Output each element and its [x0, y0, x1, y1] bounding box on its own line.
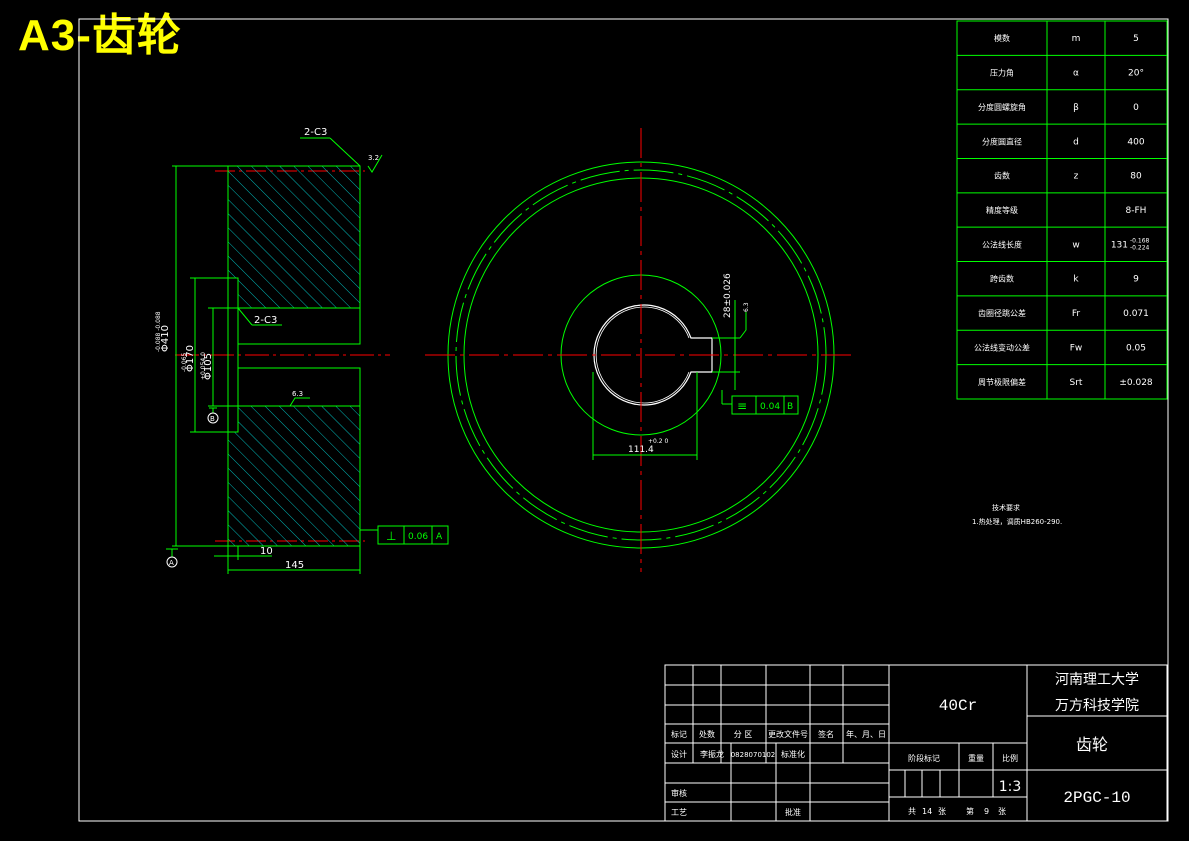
approve-label: 批准: [785, 807, 801, 817]
param-value-1: 20°: [1128, 69, 1144, 79]
param-symbol-3: d: [1073, 137, 1079, 147]
school-line-2: 万方科技学院: [1055, 698, 1139, 714]
std-label: 标准化: [781, 749, 805, 759]
dim-hub-diameter: Φ170: [185, 345, 196, 372]
tol-sym-symbol: ≡: [737, 399, 747, 413]
param-value-10: ±0.028: [1119, 378, 1153, 388]
param-value-5: 8-FH: [1126, 206, 1147, 216]
roughness-bore: 6.3: [292, 390, 303, 398]
param-value-2: 0: [1133, 103, 1139, 113]
dim-bore-tol: +0.054 0: [200, 352, 207, 380]
keyway-depth-tol: +0.2 0: [648, 438, 668, 445]
param-symbol-0: m: [1072, 34, 1081, 44]
review-label: 审核: [671, 788, 687, 798]
bore-with-keyway: [593, 304, 713, 406]
header-date: 年、月、日: [846, 729, 886, 739]
part-name: 齿轮: [1076, 735, 1108, 754]
tol-perp-value: 0.06: [408, 532, 428, 542]
section-hatch-upper: [227, 165, 361, 309]
param-symbol-8: Fr: [1072, 309, 1081, 319]
param-symbol-2: β: [1073, 103, 1079, 113]
sheet-num: 9: [984, 807, 989, 816]
param-symbol-9: Fw: [1070, 343, 1083, 353]
keyway-width-dim: 28±0.026: [723, 273, 733, 318]
section-hatch-lower: [227, 405, 361, 547]
section-view: Φ410 -0.088 -0.088 Φ170 -0.065 Φ105 +0.0…: [155, 127, 449, 574]
param-name-10: 周节极限偏差: [978, 377, 1026, 387]
process-label: 工艺: [671, 808, 687, 817]
design-label: 设计: [671, 749, 687, 759]
tol-perp-symbol: ⊥: [386, 529, 396, 543]
total-unit: 张: [938, 807, 946, 816]
roughness-top: 3.2: [368, 154, 379, 162]
scale-value: 1:3: [999, 779, 1022, 795]
roughness-key: 6.3: [743, 302, 750, 312]
chamfer-inner-label: 2-C3: [254, 315, 277, 326]
tol-sym-value: 0.04: [760, 402, 780, 412]
parameter-table: 模数 m 5 压力角 α 20° 分度圆螺旋角 β 0 分度圆直径 d 400 齿数 z 80 精度等级 8-F…: [956, 20, 1168, 400]
header-mark: 标记: [671, 729, 687, 739]
notes-line-1: 1.热处理，调质HB260-290.: [972, 517, 1062, 526]
designer-name: 李振龙: [700, 749, 724, 759]
param-value-0: 5: [1133, 34, 1139, 44]
param-symbol-10: Srt: [1070, 378, 1083, 388]
param-symbol-6: w: [1072, 240, 1079, 250]
drawing-number: 2PGC-10: [1063, 789, 1130, 807]
dim-width-small: 10: [260, 546, 273, 557]
datum-b: B: [210, 415, 215, 423]
param-value-8: 0.071: [1123, 309, 1149, 319]
tol-perp-datum: A: [436, 532, 443, 542]
param-symbol-7: k: [1073, 275, 1079, 285]
param-value-6: 131: [1111, 240, 1128, 250]
param-value-9: 0.05: [1126, 343, 1146, 353]
param-name-2: 分度圆螺旋角: [978, 102, 1026, 112]
total-num: 14: [922, 807, 932, 816]
header-count: 处数: [699, 729, 715, 739]
tol-sym-datum: B: [787, 402, 793, 412]
sheet-label: 第: [966, 806, 974, 816]
datum-a: A: [169, 559, 174, 567]
front-view: 28±0.026 6.3 111.4 +0.2 0 ≡ 0.04 B: [425, 128, 856, 572]
param-value-7: 9: [1133, 275, 1139, 285]
stage-label: 阶段标记: [908, 753, 940, 763]
param-name-5: 精度等级: [986, 205, 1018, 215]
param-value-sub-6: -0.224: [1130, 244, 1150, 251]
param-value-4: 80: [1130, 172, 1142, 182]
title-block: [664, 664, 1168, 822]
param-value-sup-6: -0.168: [1130, 237, 1150, 244]
header-zone: 分 区: [734, 730, 753, 739]
param-name-8: 齿圈径跳公差: [978, 308, 1026, 318]
header-sign: 签名: [818, 729, 834, 739]
param-name-3: 分度圆直径: [982, 136, 1022, 146]
scale-label: 比例: [1002, 753, 1018, 763]
param-value-3: 400: [1127, 137, 1144, 147]
param-symbol-4: z: [1074, 172, 1079, 182]
param-name-6: 公法线长度: [982, 239, 1022, 249]
chamfer-top-label: 2-C3: [304, 127, 327, 138]
param-name-1: 压力角: [990, 68, 1014, 78]
sheet-unit: 张: [998, 807, 1006, 816]
dim-outer-diameter: Φ410: [160, 325, 171, 352]
notes-title: 技术要求: [992, 503, 1020, 512]
total-label: 共: [908, 807, 916, 816]
drawing-border: [78, 18, 1169, 822]
student-id: 0828070102: [731, 751, 776, 759]
param-name-7: 跨齿数: [990, 274, 1014, 284]
dim-width: 145: [285, 560, 304, 571]
overlay-title: A3-齿轮: [18, 11, 182, 60]
school-line-1: 河南理工大学: [1055, 672, 1139, 688]
dim-outer-tol: -0.088 -0.088: [155, 311, 162, 352]
keyway-depth-dim: 111.4: [628, 445, 654, 455]
weight-label: 重量: [968, 753, 984, 763]
param-name-4: 齿数: [994, 171, 1010, 181]
dim-bore-diameter: Φ105: [203, 353, 214, 380]
param-symbol-1: α: [1073, 69, 1079, 79]
header-doc: 更改文件号: [768, 729, 808, 739]
param-name-9: 公法线变动公差: [974, 342, 1030, 352]
dim-hub-tol: -0.065: [181, 352, 188, 372]
material: 40Cr: [939, 697, 977, 715]
param-name-0: 模数: [994, 33, 1010, 43]
